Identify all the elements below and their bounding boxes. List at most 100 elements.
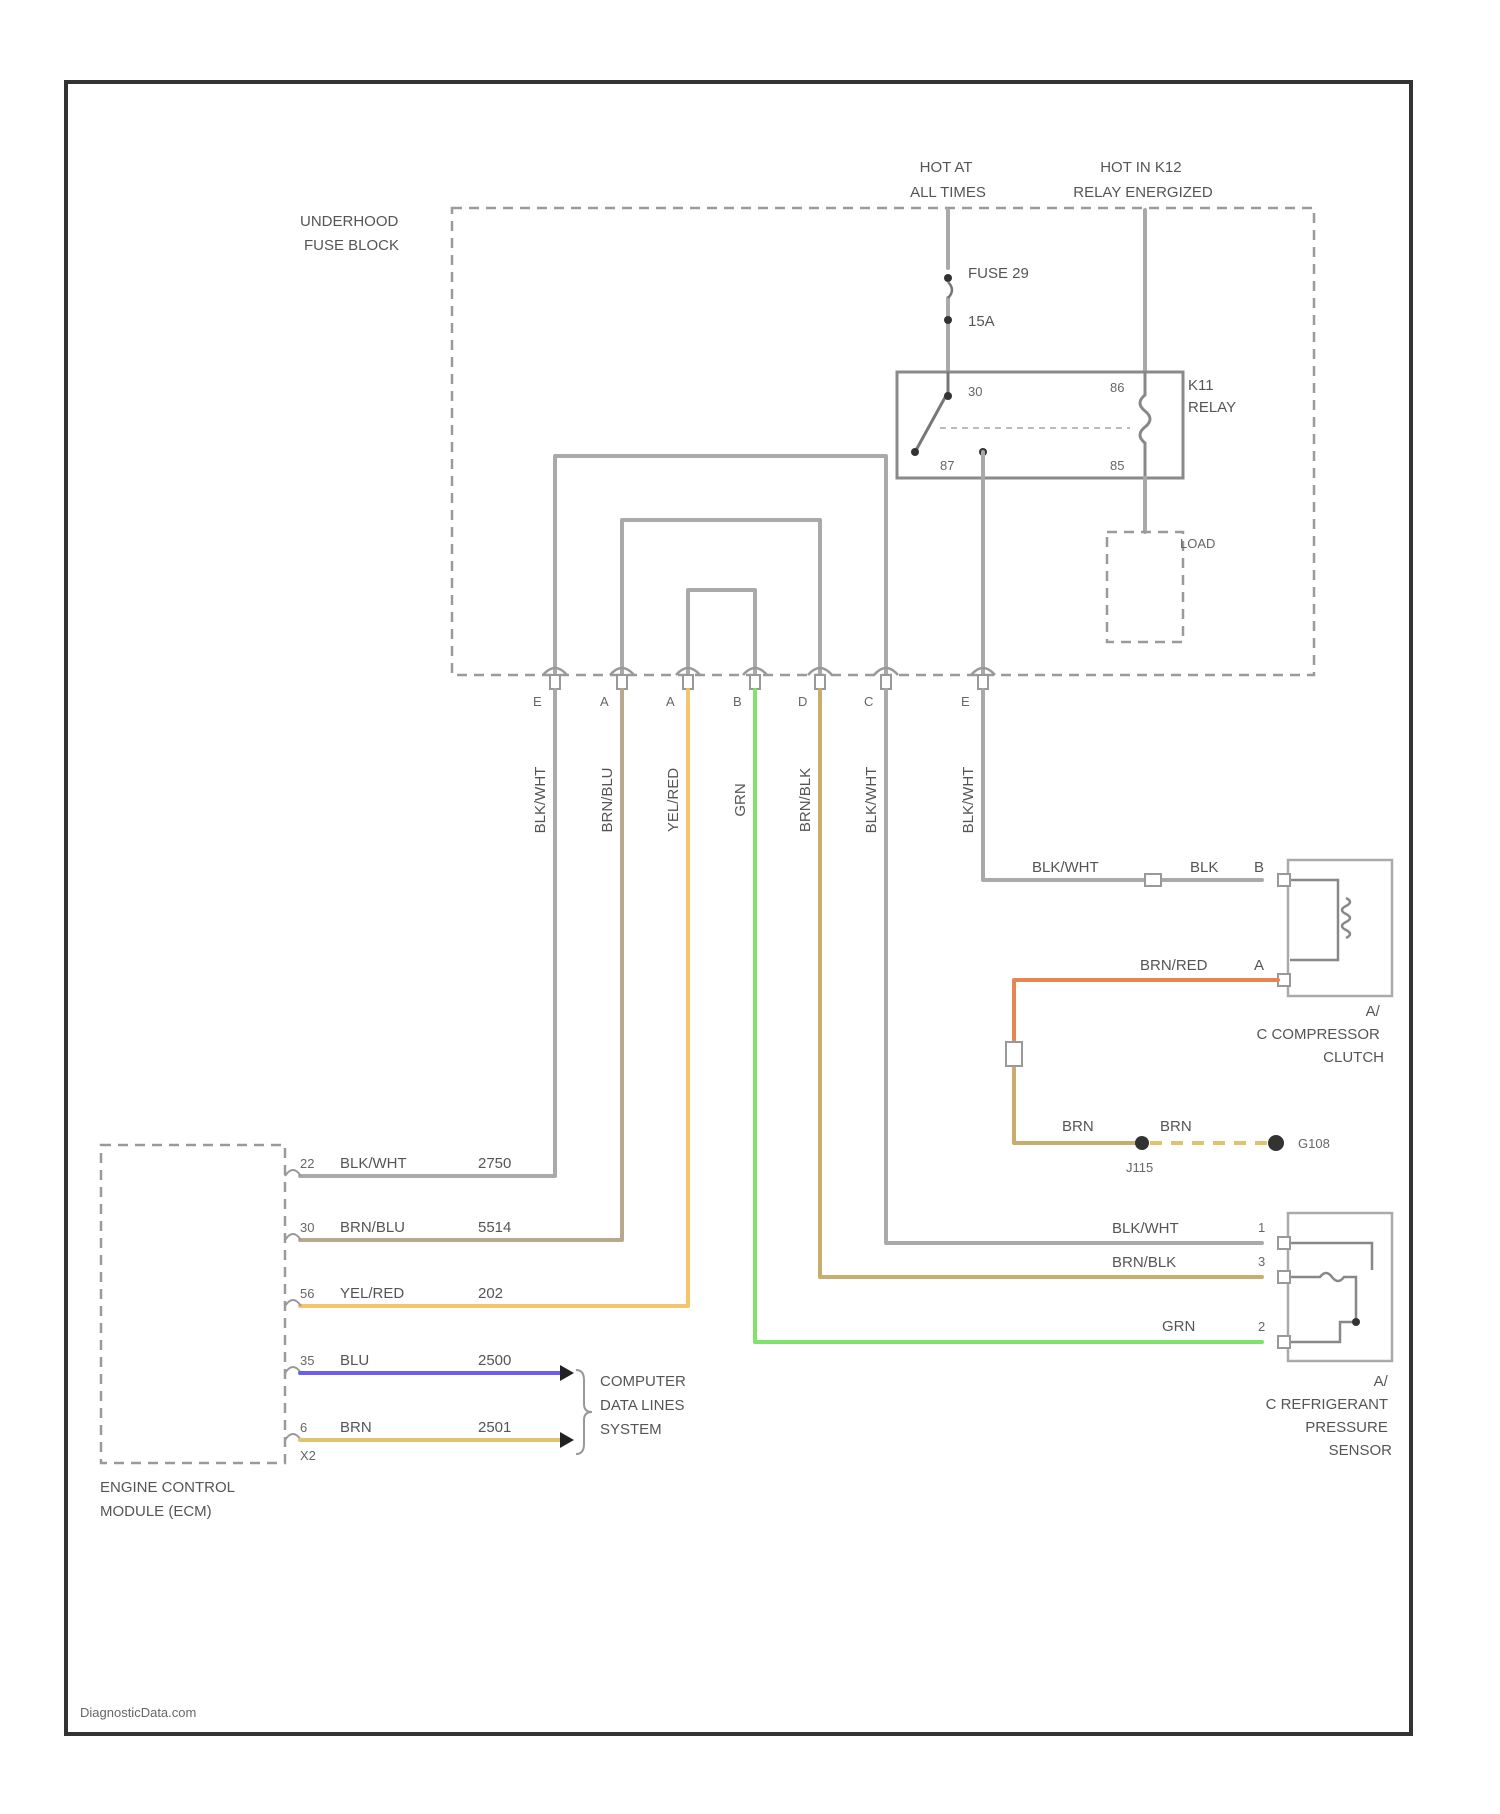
vertical-wire-label: BLK/WHT [532, 767, 549, 834]
ecm-circuit-number: 202 [478, 1285, 503, 1302]
watermark: DiagnosticData.com [80, 1705, 196, 1720]
terminal-label: E [533, 694, 542, 709]
arrow-data-brn-icon [560, 1432, 574, 1448]
junction-j115 [1135, 1136, 1149, 1150]
fuse-icon [948, 282, 952, 298]
ecm-circuit-number: 2500 [478, 1352, 511, 1369]
ecm-label: ENGINE CONTROL MODULE (ECM) [100, 1479, 239, 1520]
terminal-pin [815, 675, 825, 689]
clutch-pin-b [1278, 874, 1290, 886]
terminal-pin [978, 675, 988, 689]
ecm-pin-label: 56 [300, 1286, 314, 1301]
ecm-wire-color: BRN/BLU [340, 1219, 405, 1236]
clutch-pin-a-label: A [1254, 957, 1264, 974]
terminal-pin [881, 675, 891, 689]
load-label: LOAD [1180, 536, 1215, 551]
ground-wire-label-1: BRN [1062, 1118, 1094, 1135]
terminal-label: A [666, 694, 675, 709]
sensor-pin-2 [1278, 1336, 1290, 1348]
clutch-wire-color-2: BRN/RED [1140, 957, 1208, 974]
vertical-wire-label: YEL/RED [665, 768, 682, 832]
ecm-connector-label: X2 [300, 1448, 316, 1463]
ecm-circuit-number: 5514 [478, 1219, 511, 1236]
ecm-pin-label: 30 [300, 1220, 314, 1235]
terminal-label: C [864, 694, 873, 709]
vertical-wire-label: BLK/WHT [960, 767, 977, 834]
sensor-pin-2-label: 2 [1258, 1319, 1265, 1334]
ecm-wire-color: BLK/WHT [340, 1155, 407, 1172]
ground-wire-label-2: BRN [1160, 1118, 1192, 1135]
clutch-pin-b-label: B [1254, 859, 1264, 876]
arrow-data-blu-icon [560, 1365, 574, 1381]
sensor-wire-3-color: BRN/BLK [1112, 1254, 1176, 1271]
ecm-wire-color: BRN [340, 1419, 372, 1436]
clutch-wire-color-1b: BLK [1190, 859, 1218, 876]
sensor-internal-node [1352, 1318, 1360, 1326]
ecm-box [101, 1145, 285, 1463]
wire-blk-wht-ecm22 [300, 690, 555, 1176]
wire-brn-red-clutch [1014, 980, 1278, 1040]
relay-switch-icon [915, 372, 948, 452]
terminal-pin [683, 675, 693, 689]
pressure-sensor-icon [1290, 1243, 1372, 1342]
relay-pin-30: 30 [968, 384, 982, 399]
terminal-label: D [798, 694, 807, 709]
junction-label: J115 [1126, 1160, 1153, 1175]
terminal-pin [617, 675, 627, 689]
relay-pin-87: 87 [940, 458, 954, 473]
vertical-wire-label: BRN/BLU [599, 767, 616, 832]
ground-label: G108 [1298, 1136, 1330, 1151]
sensor-wire-2-color: GRN [1162, 1318, 1195, 1335]
relay-pin-85: 85 [1110, 458, 1124, 473]
inline-connector-clutch [1145, 874, 1161, 886]
relay-label: K11 RELAY [1188, 377, 1236, 416]
sensor-wire-1-color: BLK/WHT [1112, 1220, 1179, 1237]
wire-yel-red-ecm56 [300, 690, 688, 1306]
terminal-label: A [600, 694, 609, 709]
clutch-coil-icon [1342, 898, 1350, 938]
fuse-label: FUSE 29 [968, 265, 1029, 282]
vertical-wire-label: GRN [732, 783, 749, 816]
data-lines-label: COMPUTER DATA LINES SYSTEM [600, 1373, 690, 1438]
internal-loop-inner [688, 590, 755, 675]
relay-contact-30 [944, 392, 952, 400]
sensor-pin-3 [1278, 1271, 1290, 1283]
clutch-wire-color-1: BLK/WHT [1032, 859, 1099, 876]
fuse-terminal-top [944, 274, 952, 282]
terminal-label: E [961, 694, 970, 709]
wire-blk-wht-compressor [983, 690, 1262, 880]
clutch-coil-frame [1290, 880, 1338, 960]
sensor-pin-1 [1278, 1237, 1290, 1249]
terminal-pin [750, 675, 760, 689]
ecm-pin-label: 6 [300, 1420, 307, 1435]
hot-at-all-times-label: HOT AT ALL TIMES [910, 159, 986, 201]
ecm-rows: 22 BLK/WHT 2750 30 BRN/BLU 5514 56 YEL/RED 202 35… [285, 1155, 511, 1440]
terminal-label: B [733, 694, 742, 709]
sensor-pin-3-label: 3 [1258, 1254, 1265, 1269]
ecm-wire-color: BLU [340, 1352, 369, 1369]
internal-loop-outer [555, 456, 886, 675]
ecm-circuit-number: 2750 [478, 1155, 511, 1172]
ecm-wire-color: YEL/RED [340, 1285, 404, 1302]
diagram-border [66, 82, 1411, 1734]
ecm-circuit-number: 2501 [478, 1419, 511, 1436]
ecm-pin-label: 35 [300, 1353, 314, 1368]
fuse-block-outline [452, 208, 1314, 675]
internal-loop-middle [622, 520, 820, 675]
relay-pin-86: 86 [1110, 380, 1124, 395]
relay-contact-moving [911, 448, 919, 456]
pressure-sensor-label: A/ C REFRIGERANT PRESSURE SENSOR [1266, 1373, 1393, 1459]
ground-g108-icon [1268, 1135, 1284, 1151]
compressor-clutch-label: A/ C COMPRESSOR CLUTCH [1256, 1003, 1384, 1066]
load-box [1107, 532, 1183, 642]
relay-coil-icon [1140, 372, 1150, 478]
hot-in-relay-label: HOT IN K12 RELAY ENERGIZED [1073, 159, 1213, 201]
fuse-rating: 15A [968, 313, 995, 330]
fuse-terminal-bottom [944, 316, 952, 324]
vertical-wire-label: BRN/BLK [797, 768, 814, 832]
inline-connector-ground [1006, 1042, 1022, 1066]
fuse-block-label: UNDERHOOD FUSE BLOCK [300, 213, 403, 254]
vertical-wire-label: BLK/WHT [863, 767, 880, 834]
ecm-pin-label: 22 [300, 1156, 314, 1171]
